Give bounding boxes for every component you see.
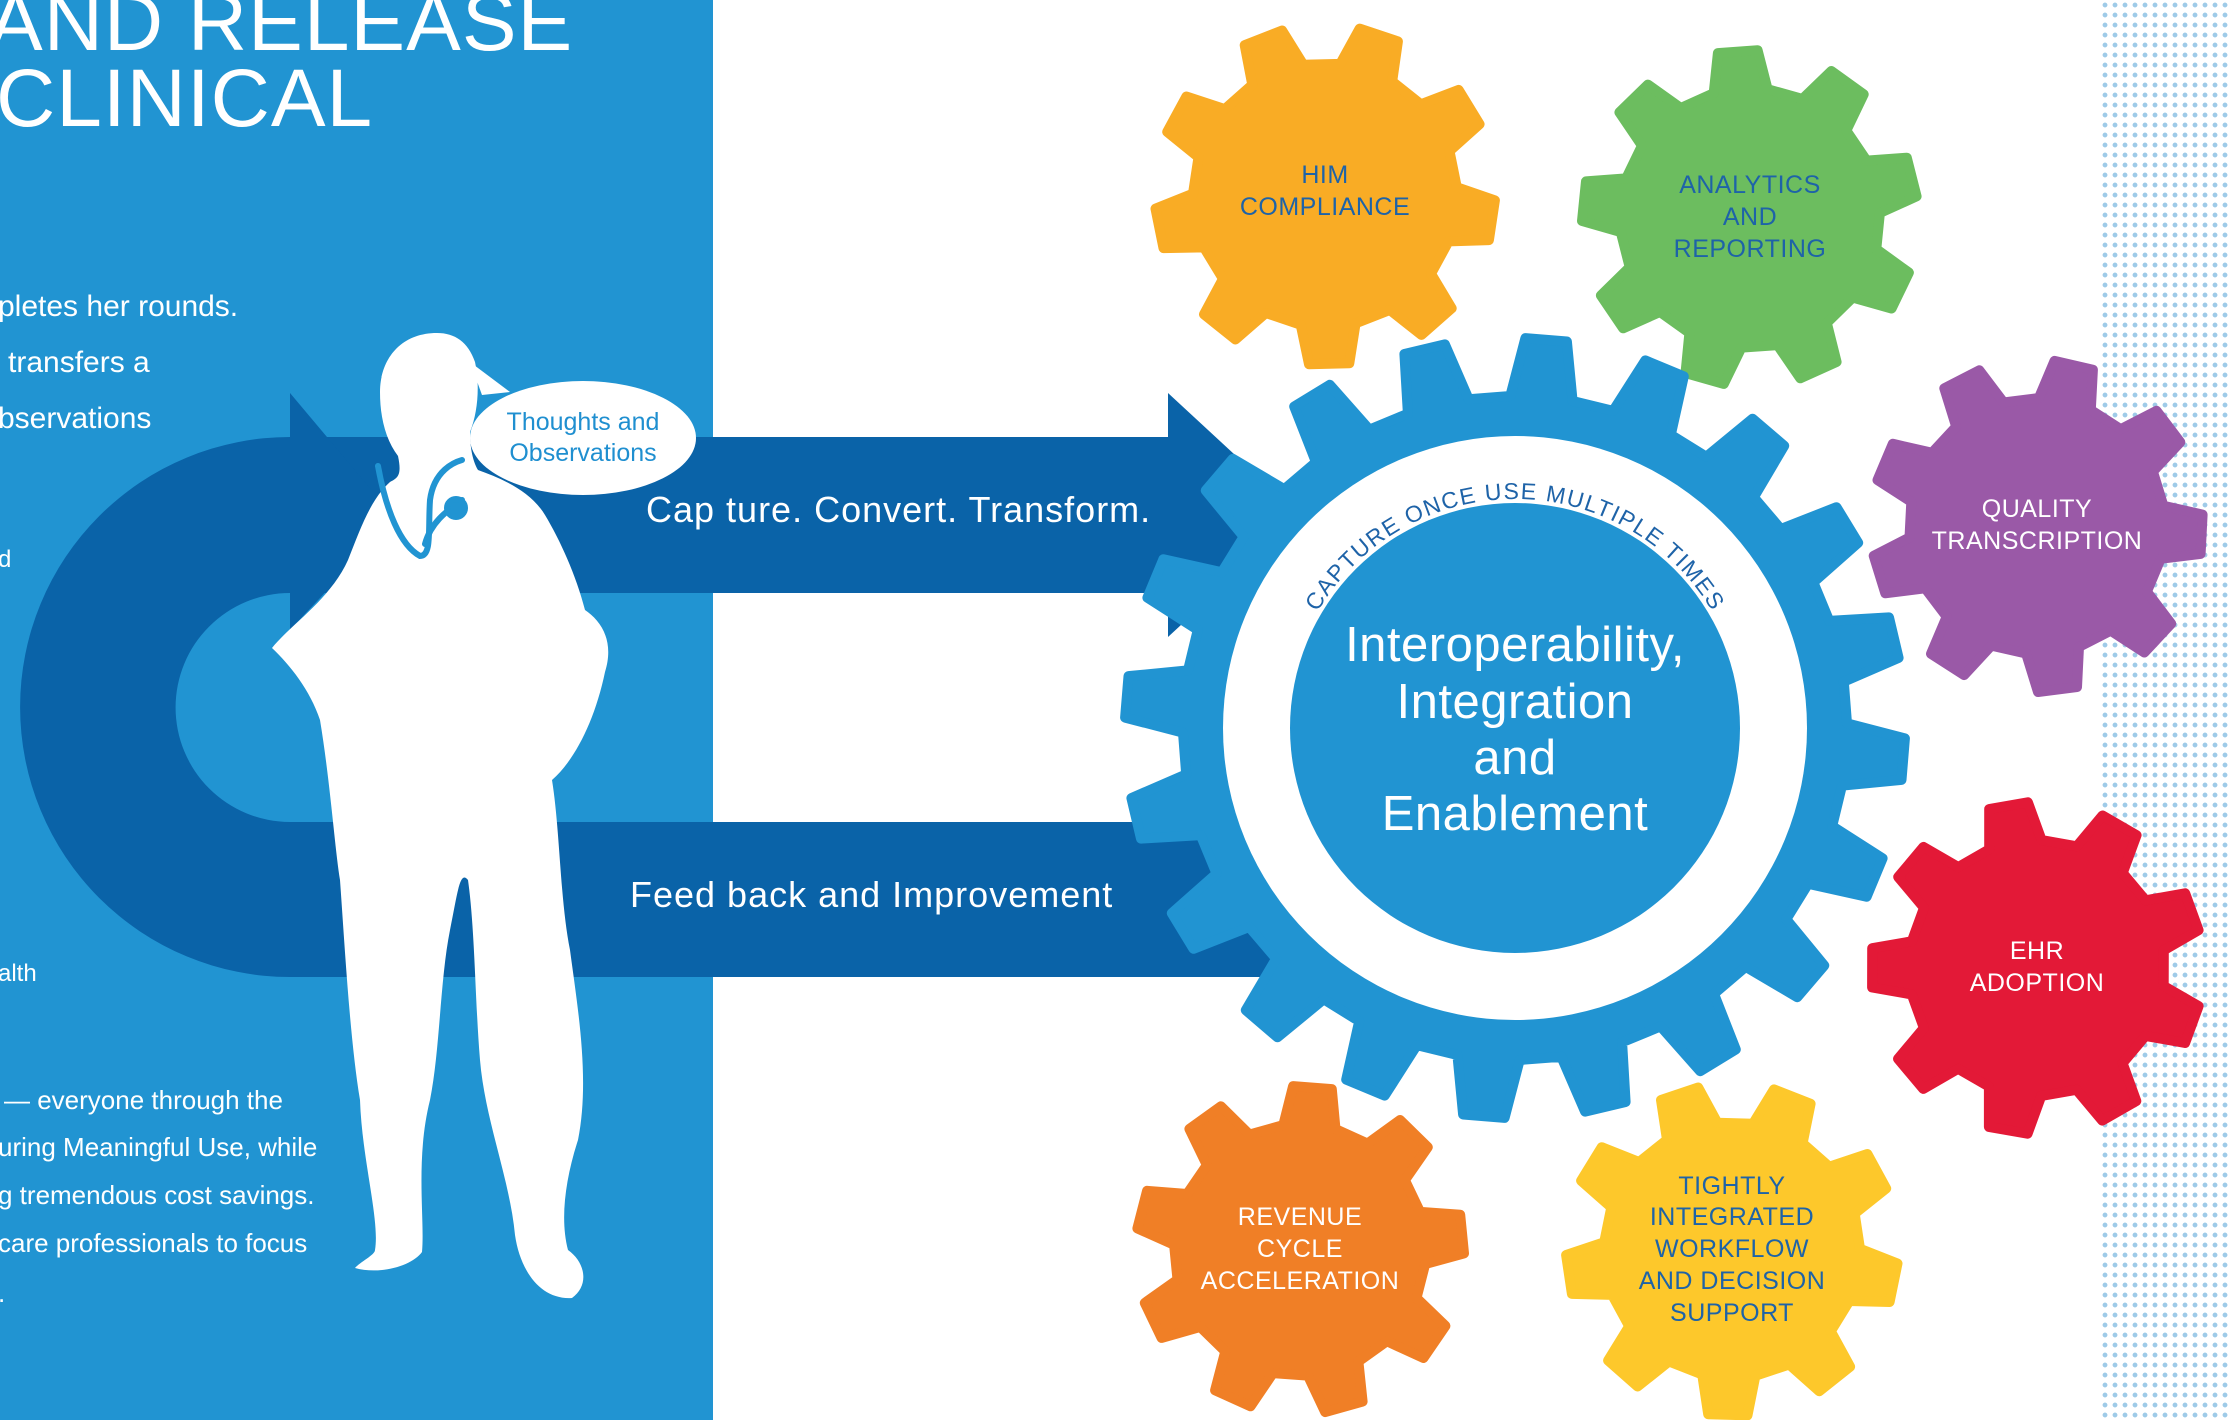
body-text-line: uring Meaningful Use, while <box>0 1132 318 1162</box>
body-text-line: — everyone through the <box>4 1085 283 1115</box>
gear-quality-transcription <box>1868 355 2208 697</box>
headline-line-1: AND RELEASE <box>0 0 574 68</box>
gear-label-revenue-cycle: REVENUE CYCLE ACCELERATION <box>1200 1203 1400 1295</box>
body-text-line: d <box>0 546 12 573</box>
speech-bubble-shape <box>470 362 696 495</box>
capture-arrow-label: Cap ture. Convert. Transform. <box>646 489 1152 530</box>
body-text-line: care professionals to focus <box>0 1228 308 1258</box>
doctor-silhouette <box>272 333 609 1299</box>
stethoscope <box>375 457 468 560</box>
center-gear-core <box>1290 503 1740 953</box>
body-text-line: . <box>0 1280 5 1306</box>
gear-label-tightly-integrated-workflow: TIGHTLY INTEGRATED WORKFLOW AND DECISION… <box>1638 1171 1826 1327</box>
body-text-line: pletes her rounds. <box>0 290 239 323</box>
body-text-line: alth <box>0 960 37 987</box>
gear-label-quality-transcription: QUALITY TRANSCRIPTION <box>1931 495 2143 555</box>
gear-tightly-integrated-workflow <box>1561 1082 1903 1420</box>
gear-label-analytics-reporting: ANALYTICS AND REPORTING <box>1673 171 1827 263</box>
gear-ehr-adoption <box>1867 797 2204 1139</box>
speech-bubble-text: Thoughts and Observations <box>506 407 660 467</box>
body-text-line: bservations <box>0 402 152 435</box>
feedback-arrow-label: Feed back and Improvement <box>630 874 1114 915</box>
dotted-pattern-strip <box>2100 0 2231 1420</box>
gear-analytics-reporting <box>1577 45 1922 389</box>
headline-line-2: CLINICAL <box>0 53 374 144</box>
gear-label-him-compliance: HIM COMPLIANCE <box>1239 161 1411 221</box>
gear-label-ehr-adoption: EHR ADOPTION <box>1969 937 2105 997</box>
body-text-line: g tremendous cost savings. <box>0 1180 315 1210</box>
center-gear-title: Interoperability, Integration and Enable… <box>1345 618 1685 842</box>
gear-revenue-cycle <box>1132 1081 1469 1418</box>
gear-him-compliance <box>1150 23 1500 370</box>
body-text-line: transfers a <box>8 346 150 379</box>
